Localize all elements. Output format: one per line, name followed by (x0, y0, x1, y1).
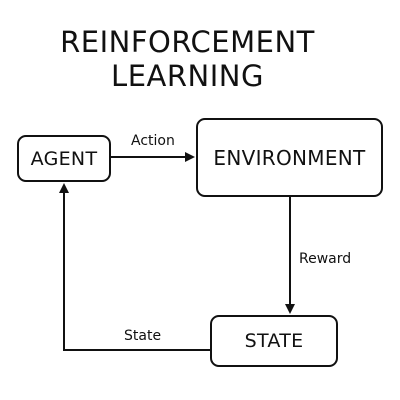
action-edge-label: Action (131, 133, 175, 149)
reward-arrowhead (285, 304, 295, 314)
environment-label: ENVIRONMENT (213, 145, 366, 170)
agent-node: AGENT (17, 135, 111, 182)
action-arrowhead (185, 152, 195, 162)
environment-node: ENVIRONMENT (196, 118, 383, 197)
agent-label: AGENT (30, 147, 98, 170)
diagram-title-line-1: REINFORCEMENT (60, 25, 315, 59)
state-label: STATE (244, 330, 304, 352)
state-arrowhead (59, 183, 69, 193)
state-node: STATE (210, 315, 338, 367)
reward-edge-label: Reward (299, 251, 352, 267)
state-arrow-line (63, 192, 210, 351)
diagram-title-line-2: LEARNING (111, 59, 264, 93)
state-edge-label: State (124, 328, 162, 344)
